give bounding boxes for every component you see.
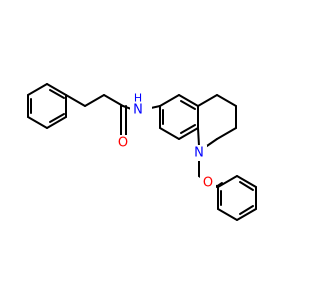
bond-17 — [178, 94, 199, 107]
bond-38 — [236, 208, 257, 221]
bond-19 — [178, 127, 199, 140]
bond-11 — [103, 94, 124, 107]
bond-39 — [217, 208, 238, 221]
label-bg-n-amide — [130, 100, 152, 118]
bond-22 — [180, 100, 196, 110]
bond-41 — [239, 181, 254, 191]
bond-42 — [239, 205, 254, 215]
bond-28 — [216, 127, 237, 140]
bond-6 — [49, 89, 65, 99]
bond-26 — [216, 94, 237, 107]
atom-label-h-amide: H — [134, 92, 142, 105]
bond-10 — [84, 94, 105, 107]
bond-2 — [46, 116, 67, 129]
bond-25 — [197, 94, 218, 107]
molecule-structure: N H O N O — [27, 83, 257, 221]
bond-layer — [27, 83, 257, 221]
bond-23 — [180, 124, 196, 134]
atom-label-o-amide: O — [118, 136, 128, 151]
atom-label-layer: N H O N O — [115, 92, 216, 191]
bond-16 — [159, 94, 180, 107]
bond-34 — [215, 182, 223, 188]
bond-3 — [27, 116, 48, 129]
label-bg-o-benzoyl — [200, 175, 216, 191]
label-bg-o-amide — [115, 135, 131, 151]
bond-30 — [197, 127, 200, 147]
bond-7 — [49, 113, 65, 123]
bond-36 — [236, 175, 257, 188]
bond-9 — [65, 94, 86, 107]
bond-0 — [46, 83, 67, 96]
bond-35 — [217, 175, 238, 188]
bond-20 — [159, 127, 180, 140]
atom-label-o-benzoyl: O — [203, 176, 213, 191]
atom-label-n-amide: N — [133, 103, 143, 118]
atom-label-n-ring: N — [194, 146, 204, 161]
label-bg-n-ring — [191, 145, 207, 161]
bond-5 — [27, 83, 48, 96]
